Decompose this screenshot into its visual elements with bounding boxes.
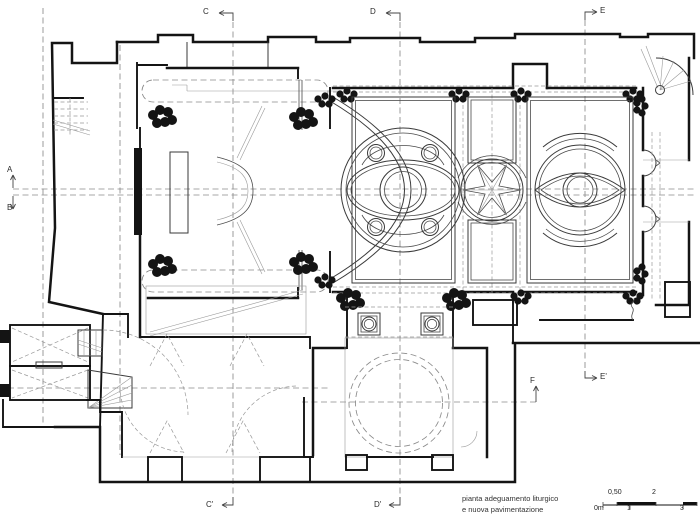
nave-walls (331, 62, 644, 311)
spiral-stair (640, 45, 694, 96)
eye-lens (534, 172, 626, 208)
section-marker-arrows (10, 9, 598, 508)
altar-wall-niche (134, 148, 142, 235)
niche-lower (642, 205, 657, 233)
altar (169, 151, 189, 234)
scale-label-2: 2 (652, 489, 656, 496)
column-right (424, 316, 440, 332)
marker-e: E (600, 6, 606, 15)
drawing-title-line2: e nuova pavimentazione (462, 505, 544, 514)
scale-label-3: 3 (680, 505, 684, 512)
marker-c-prime: C' (206, 500, 214, 509)
column-left (361, 316, 377, 332)
marker-c: C (203, 7, 209, 16)
scale-label-1: 1 (627, 505, 631, 512)
drawing-title-line1: pianta adeguamento liturgico (462, 494, 559, 503)
southwest-annex (0, 313, 311, 483)
retro-apse-room (102, 285, 311, 349)
drawing-title: pianta adeguamento liturgico e nuova pav… (462, 493, 558, 515)
dome-projection (348, 352, 450, 454)
facade-entrance (472, 86, 691, 344)
marker-e-prime: E' (600, 372, 607, 381)
section-axis-lines (8, 8, 697, 497)
scale-label-0m: 0m (594, 505, 604, 512)
floor-pattern-star-bay (457, 96, 527, 284)
stair-b (87, 369, 133, 409)
scale-label-050: 0,50 (608, 489, 622, 496)
apse-arc (332, 96, 412, 284)
ne-room (664, 281, 691, 318)
se-room (472, 299, 518, 326)
marker-b: B (7, 203, 13, 212)
south-chapel (303, 291, 489, 471)
marker-a: A (7, 165, 13, 174)
scale-bar (602, 502, 698, 509)
tower-staircase (52, 42, 269, 136)
marker-d-prime: D' (374, 500, 382, 509)
marker-f: F (530, 376, 535, 385)
north-chapel (511, 62, 549, 90)
floor-pattern-bay2 (526, 96, 634, 284)
sanctuary-step (216, 156, 254, 226)
marker-d: D (370, 7, 376, 16)
niche-upper (642, 149, 657, 177)
floor-pattern-bay1 (340, 96, 466, 284)
presbytery (134, 66, 412, 339)
